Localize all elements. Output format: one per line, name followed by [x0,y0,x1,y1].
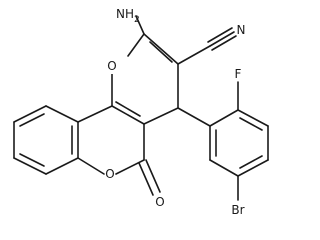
bond-c5-o6 [115,159,145,175]
amino-nh-text: NH [116,7,134,21]
bond-benzo-2 [13,105,47,123]
bond-aryl-1 [209,109,239,127]
benzo-ring [13,105,79,175]
bond-benzo-4-inner [19,153,45,167]
bond-c2-c3 [143,33,179,65]
bond-benzo-1 [45,105,79,123]
o-pyran-background [103,58,121,74]
bond-aryl-4-inner [239,155,263,169]
bond-o6-c6a [77,157,105,175]
bond-benzo-2-inner [19,113,45,127]
nitrile-group [177,27,237,65]
molecule-diagram: O NH2 N F O O Br [13,7,269,217]
bond-aryl-5 [209,159,239,177]
pyran-ring [111,33,179,125]
bond-c5-o-carbonyl-b [138,162,154,196]
fluorine-label: F [235,67,242,81]
bond-benzo-4 [13,157,47,175]
bond-aryl-2-inner [239,117,263,131]
atom-labels: O NH2 N F O O Br [103,7,245,217]
o-carbonyl-label: O [155,195,164,209]
structure-drawing: O NH2 N F O O Br [13,7,269,217]
o-pyran-label: O [107,59,116,73]
bond-aryl-4 [237,159,269,177]
bond-c2-n [135,15,145,35]
nitrile-n-label: N [237,23,246,37]
lactone-ring [77,105,161,196]
bond-c3-cn [177,45,211,65]
bond-benzo-5 [45,157,79,175]
amino-subscript: 2 [134,15,140,25]
bond-c4-aryl [177,107,211,127]
bond-o1-c2 [127,33,145,57]
bond-aryl-2 [237,109,269,127]
bond-c4-c4a [143,107,179,125]
o-lactone-label: O [105,167,114,181]
bond-cn-triple-a [209,31,235,47]
bond-cn-triple-b [207,27,233,43]
aryl-ring [177,81,269,201]
bond-cn-triple-c [211,35,237,51]
bond-c5-o-carbonyl-a [145,159,161,193]
bond-c10a-c10b [77,105,113,123]
bond-c2-c3-inner [149,41,173,63]
amino-label: NH2 [116,7,140,25]
bond-c4a-c10b [111,105,145,125]
bromine-label: Br [231,203,244,217]
bond-c4a-c10b-inner [115,101,141,117]
